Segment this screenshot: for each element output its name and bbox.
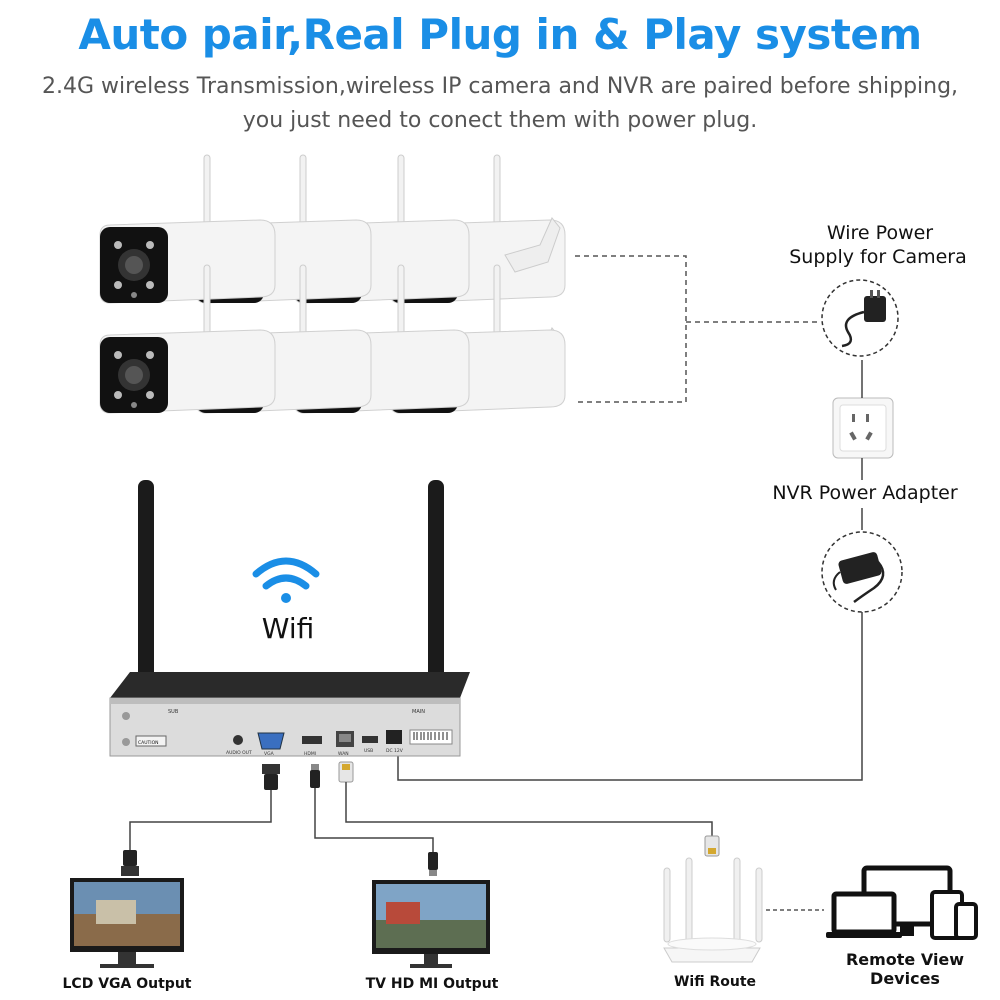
port-label-wan: WAN	[338, 751, 349, 757]
rj45-plug-icon	[338, 761, 354, 783]
port-label-usb: USB	[364, 748, 373, 754]
port-label-dc: DC 12V	[386, 748, 404, 754]
power-adapter-icon	[821, 279, 899, 357]
port-label-hdmi: HDMI	[304, 751, 316, 757]
lcd-vga-output-label: LCD VGA Output	[62, 976, 192, 992]
monitor-icon	[70, 878, 184, 968]
hdmi-plug-icon	[310, 764, 320, 788]
wifi-icon	[252, 557, 320, 603]
wifi-route-label: Wifi Route	[673, 974, 757, 990]
camera-icon	[99, 154, 276, 304]
port-label-audio: AUDIO OUT	[226, 750, 252, 756]
subtitle-line-1: 2.4G wireless Transmission,wireless IP c…	[41, 74, 959, 99]
rj45-plug-icon	[704, 835, 720, 857]
nvr-power-adapter-icon	[821, 531, 903, 613]
vga-plug-icon	[262, 764, 280, 790]
camera-power-dashed-lines	[575, 255, 818, 403]
hdmi-plug-icon	[428, 852, 438, 876]
phone-icon	[954, 902, 978, 940]
nvr-power-wire	[397, 612, 863, 781]
headline: Auto pair,Real Plug in & Play system	[78, 10, 922, 59]
nvr-power-adapter-label: NVR Power Adapter	[772, 482, 958, 504]
remote-view-devices-label: Remote View Devices	[845, 950, 965, 988]
port-label-main: MAIN	[412, 709, 425, 715]
wire-power-label-line-1: Wire Power	[826, 222, 934, 244]
laptop-icon	[826, 891, 902, 938]
tv-hdmi-output-label: TV HD MI Output	[365, 976, 499, 992]
vga-plug-icon	[121, 850, 139, 876]
caution-label: CAUTION	[138, 740, 159, 746]
wire-power-label-line-2: Supply for Camera	[789, 246, 967, 268]
port-label-sub: SUB	[168, 709, 179, 715]
tv-icon	[372, 880, 490, 968]
wall-socket-icon	[832, 397, 894, 459]
wifi-label: Wifi	[261, 612, 315, 645]
router-icon	[663, 857, 763, 963]
nvr-icon: SUB MAIN CAUTION AUDIO OUT VGA HDMI WAN …	[109, 480, 470, 757]
subtitle-line-2: you just need to conect them with power …	[242, 108, 758, 133]
port-label-vga: VGA	[264, 751, 275, 757]
